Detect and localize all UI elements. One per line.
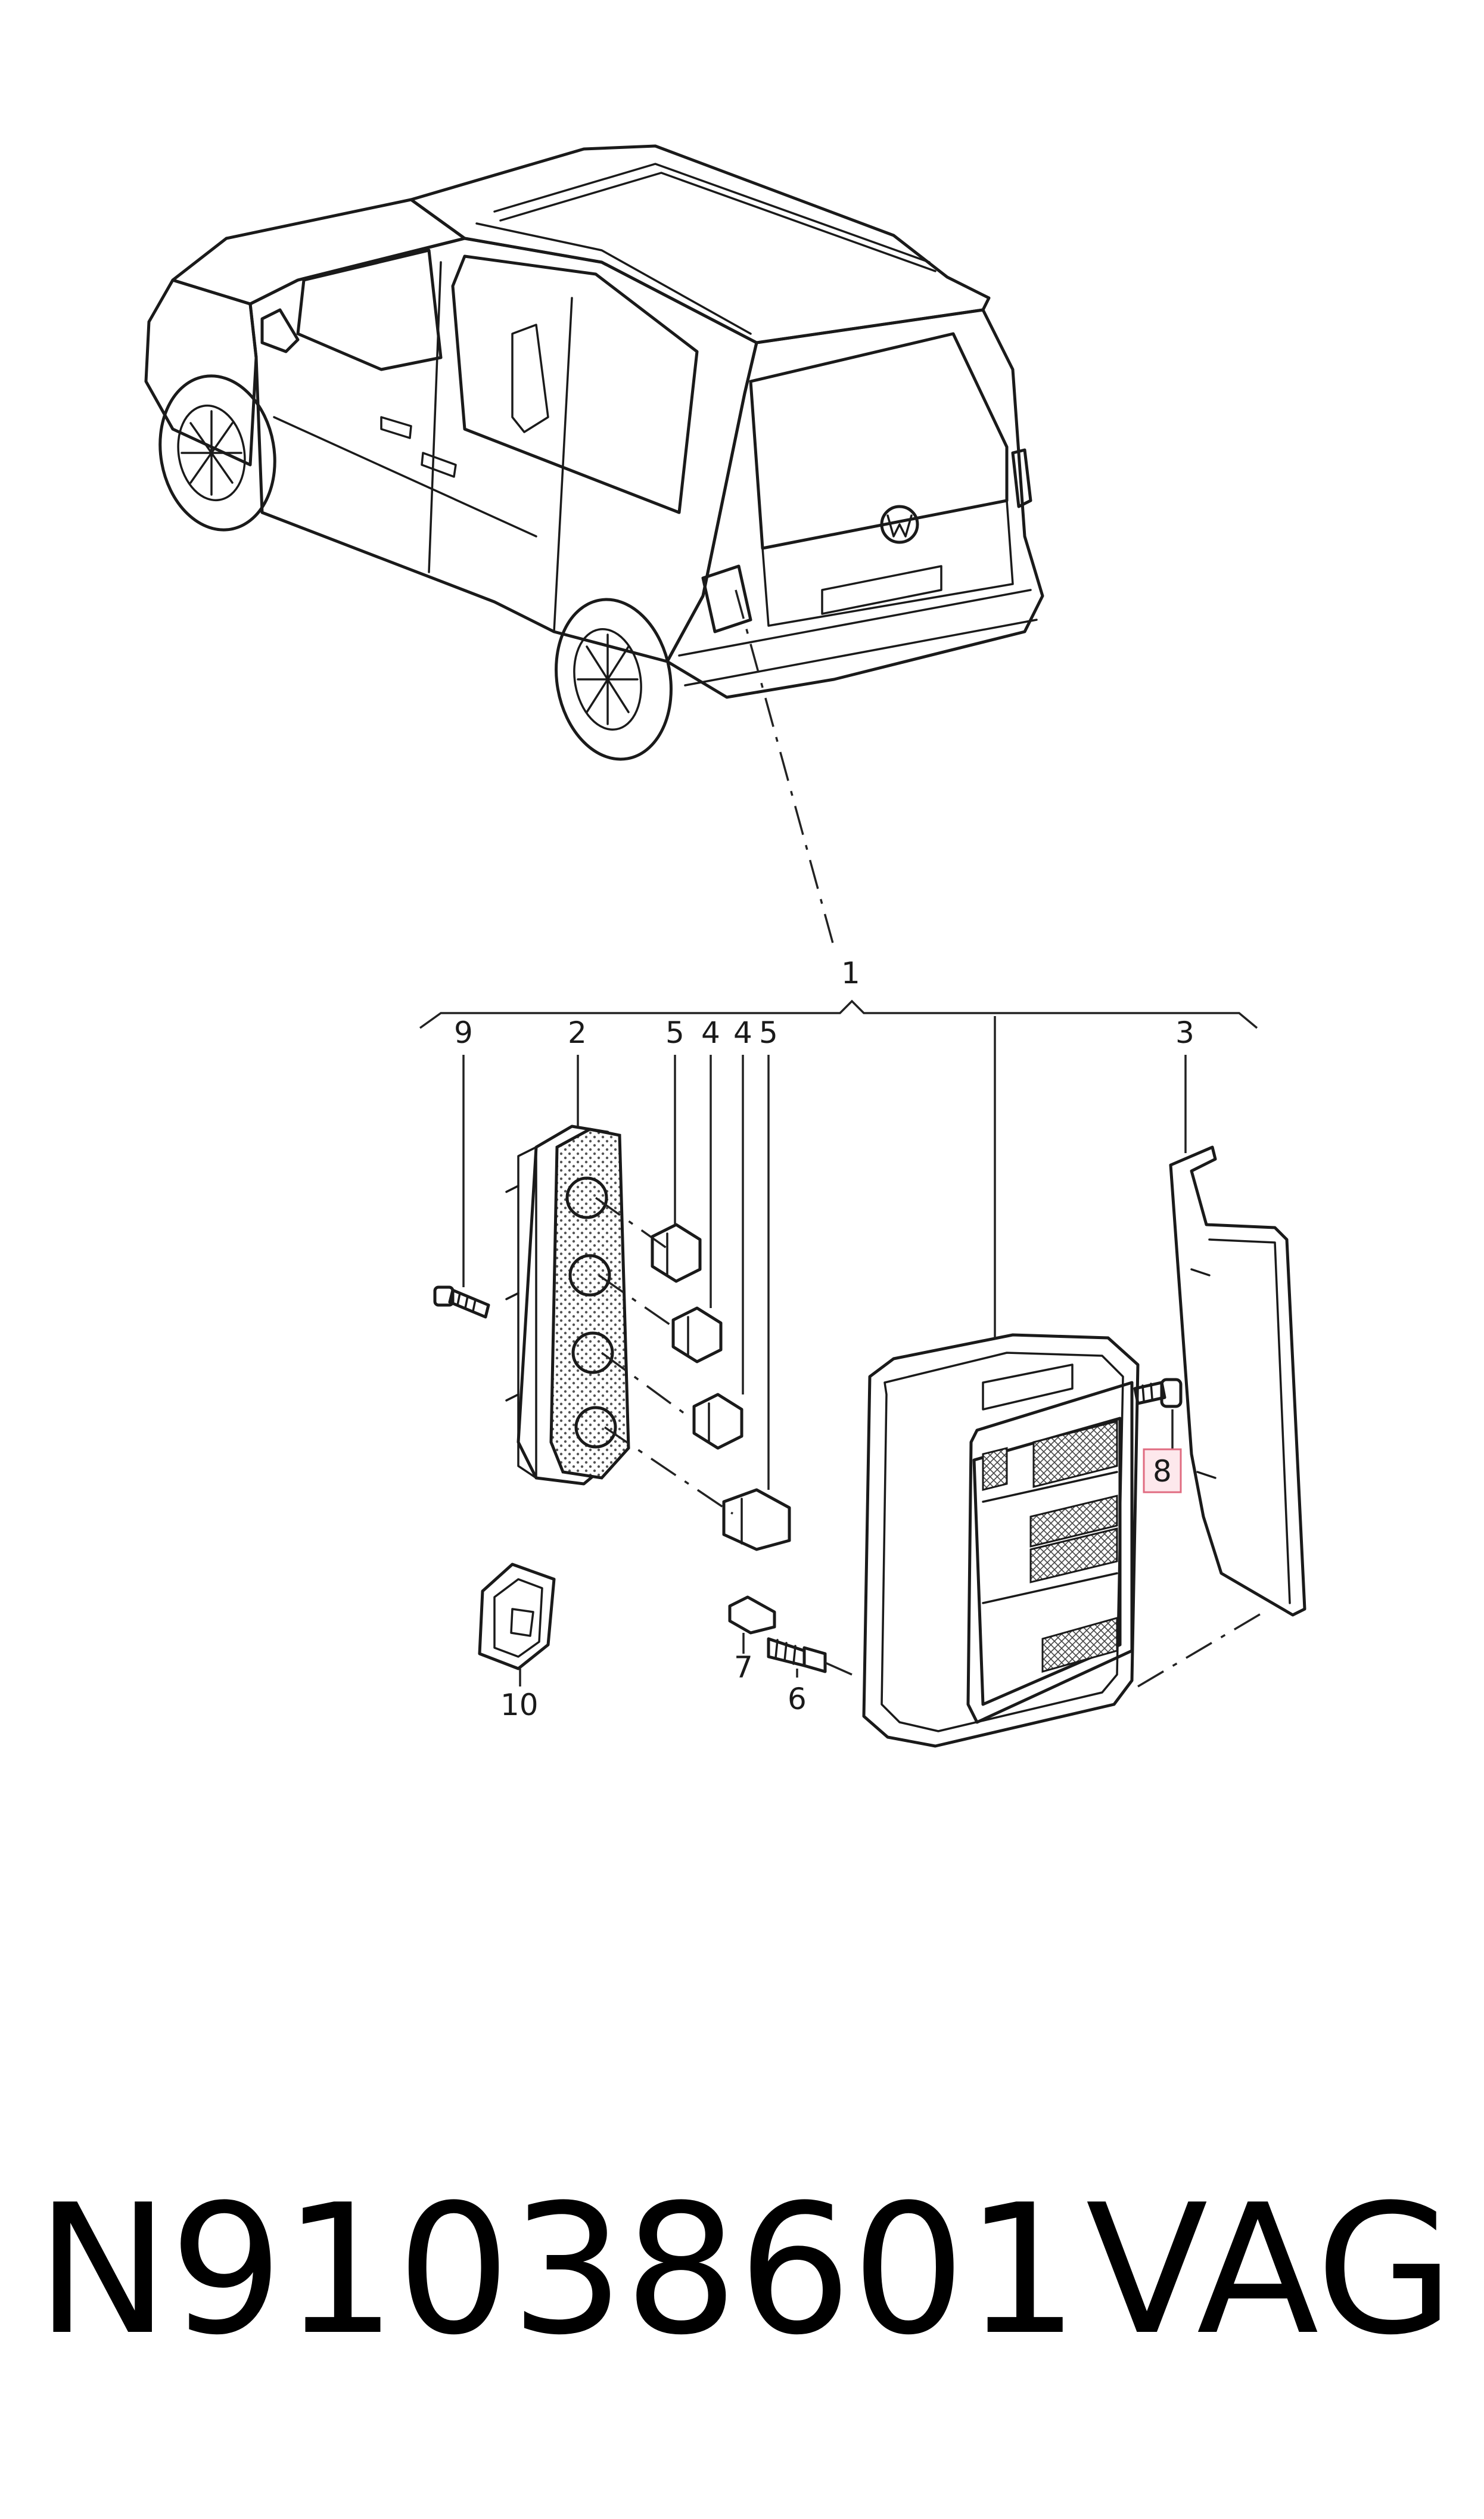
tail-lamp-housing [862, 1333, 1140, 1748]
bulb-5-lower [722, 1488, 791, 1551]
bulb-4-lower [692, 1393, 743, 1450]
callout-7: 7 [734, 1650, 753, 1685]
bulb-4-upper [671, 1306, 723, 1363]
vehicle-illustration [144, 144, 1044, 761]
callout-6: 6 [788, 1682, 807, 1716]
callout-8-highlight [1143, 1448, 1182, 1493]
screw-part-9 [433, 1285, 490, 1319]
callout-9: 9 [454, 1015, 473, 1050]
screw-part-8 [1133, 1378, 1183, 1408]
leader-lines [462, 1016, 1187, 1686]
callout-1: 1 [841, 956, 860, 990]
grommet-part-10 [478, 1563, 556, 1670]
callout-4-lower: 4 [733, 1015, 752, 1050]
vehicle-to-assembly-leader [735, 589, 835, 948]
brand-label: VAG [1085, 2166, 1454, 2374]
part-number-label: N91038601 [36, 2166, 1079, 2374]
callout-5-lower: 5 [759, 1015, 778, 1050]
seal-part-3 [1169, 1145, 1306, 1617]
callout-8: 8 [1153, 1454, 1172, 1489]
callout-10: 10 [500, 1688, 539, 1722]
screw-part-6 [767, 1637, 827, 1673]
callout-5-upper: 5 [665, 1015, 685, 1050]
bulb-holder-part [505, 1125, 630, 1486]
assembly-bracket [419, 999, 1258, 1029]
callout-3: 3 [1175, 1015, 1194, 1050]
callout-4-upper: 4 [701, 1015, 720, 1050]
bulb-5-upper [651, 1223, 702, 1283]
callout-2: 2 [568, 1015, 587, 1050]
clip-part-7 [728, 1595, 776, 1635]
